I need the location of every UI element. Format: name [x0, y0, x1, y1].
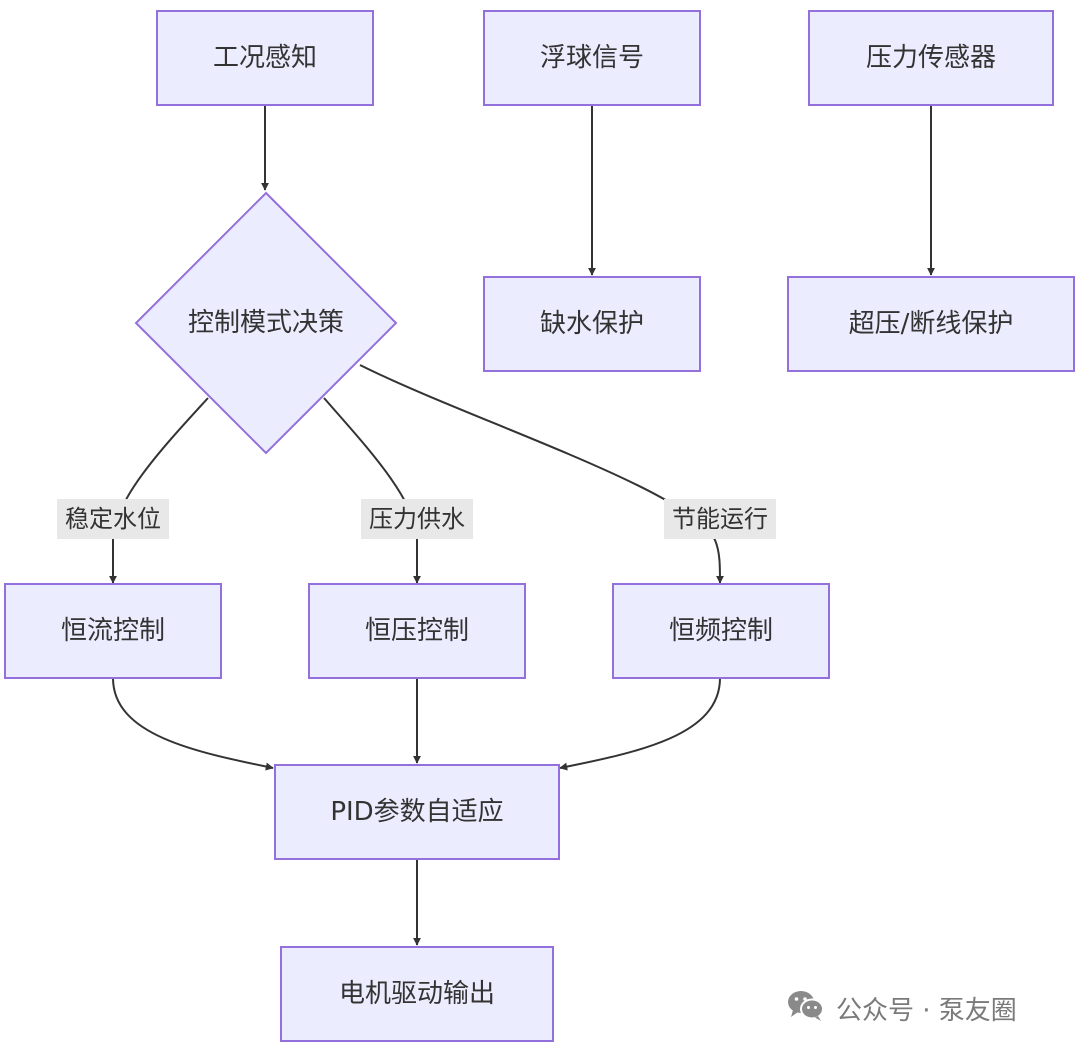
- node-constant-pressure-control-label: 恒压控制: [365, 616, 469, 646]
- node-motor-drive-output-label: 电机驱动输出: [339, 979, 495, 1009]
- node-constant-frequency-control: 恒频控制: [612, 583, 830, 679]
- node-pid-adaptive: PID参数自适应: [274, 764, 560, 860]
- edge-label-energy-saving-text: 节能运行: [672, 505, 768, 533]
- node-water-shortage-protection: 缺水保护: [483, 276, 701, 372]
- edge-label-energy-saving: 节能运行: [664, 499, 776, 539]
- watermark-text: 公众号 · 泵友圈: [836, 995, 1017, 1026]
- node-float-signal-label: 浮球信号: [540, 43, 644, 73]
- node-condition-sensing: 工况感知: [156, 10, 374, 106]
- node-float-signal: 浮球信号: [483, 10, 701, 106]
- node-constant-pressure-control: 恒压控制: [308, 583, 526, 679]
- node-pid-adaptive-label: PID参数自适应: [330, 797, 503, 827]
- edge-label-pressure-supply-text: 压力供水: [369, 505, 465, 533]
- node-pressure-sensor: 压力传感器: [808, 10, 1054, 106]
- watermark: 公众号 · 泵友圈: [786, 988, 1017, 1028]
- node-overpressure-protection-label: 超压/断线保护: [849, 309, 1014, 339]
- edge-label-pressure-supply: 压力供水: [361, 499, 473, 539]
- node-condition-sensing-label: 工况感知: [213, 43, 317, 73]
- node-pressure-sensor-label: 压力传感器: [866, 43, 996, 73]
- node-motor-drive-output: 电机驱动输出: [280, 946, 554, 1042]
- edge-decision-to-pressure: [323, 397, 421, 584]
- node-constant-flow-control-label: 恒流控制: [61, 616, 165, 646]
- edges: [109, 105, 935, 946]
- wechat-icon: [786, 988, 826, 1028]
- node-overpressure-protection: 超压/断线保护: [787, 276, 1075, 372]
- node-constant-frequency-control-label: 恒频控制: [669, 616, 773, 646]
- node-water-shortage-protection-label: 缺水保护: [540, 309, 644, 339]
- edge-decision-to-frequency: [359, 364, 724, 584]
- node-mode-decision: 控制模式决策: [134, 191, 398, 455]
- node-mode-decision-label: 控制模式决策: [188, 308, 344, 338]
- edge-label-stable-level-text: 稳定水位: [65, 505, 161, 533]
- node-constant-flow-control: 恒流控制: [4, 583, 222, 679]
- edge-flow-to-pid: [112, 677, 274, 771]
- edge-label-stable-level: 稳定水位: [57, 499, 169, 539]
- edge-decision-to-flow: [109, 397, 209, 584]
- edge-frequency-to-pid: [559, 677, 721, 771]
